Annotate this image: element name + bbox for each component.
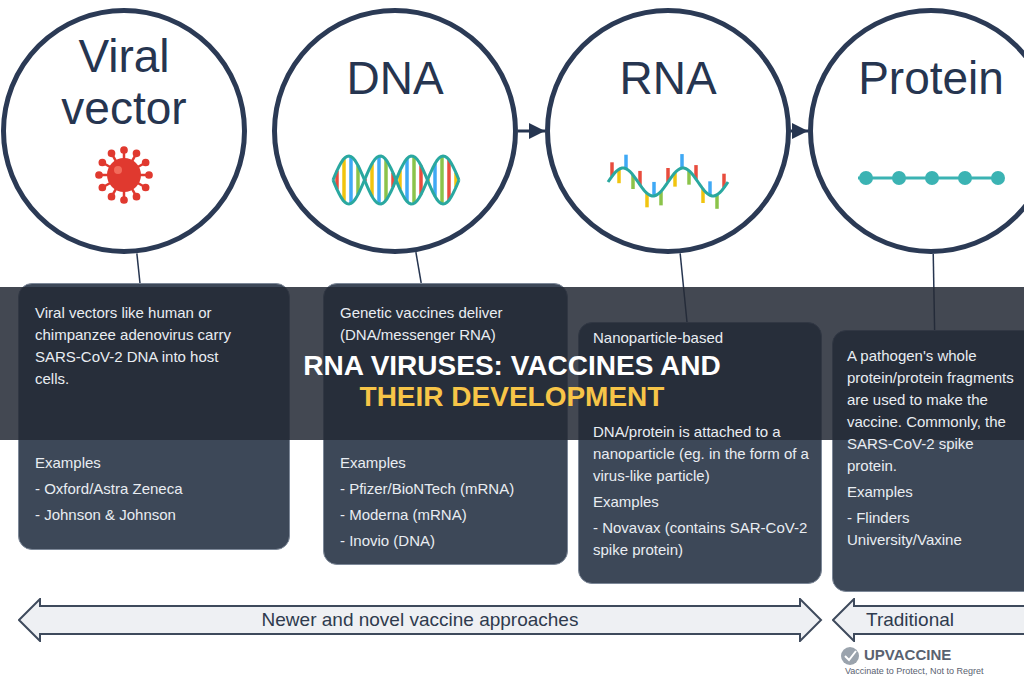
circle-label: DNA bbox=[300, 53, 490, 105]
stage-circle: DNA bbox=[272, 8, 518, 254]
box-text: Examples bbox=[340, 452, 552, 474]
box-text: - Inovio (DNA) bbox=[340, 530, 552, 552]
connector-line bbox=[518, 130, 545, 133]
watermark-text: UPVACCINE bbox=[864, 646, 951, 663]
box-description: Nanoparticle-based bbox=[593, 327, 811, 349]
connector-line bbox=[137, 253, 140, 283]
box-text: - Moderna (mRNA) bbox=[340, 504, 552, 526]
stage-circle: Protein bbox=[808, 8, 1024, 254]
stage-circle: RNA bbox=[545, 8, 791, 254]
connector-line bbox=[791, 130, 808, 133]
circle-label: RNA bbox=[573, 53, 763, 105]
virus-icon bbox=[96, 147, 151, 202]
box-text: - Oxford/Astra Zeneca bbox=[35, 478, 247, 500]
box-description: A pathogen's whole protein/protein fragm… bbox=[847, 345, 1017, 477]
circle-label: Viral vector bbox=[29, 31, 219, 134]
stage-circle: Viral vector bbox=[1, 8, 247, 254]
watermark-logo bbox=[841, 647, 859, 665]
approach-box: A pathogen's whole protein/protein fragm… bbox=[832, 330, 1024, 592]
diagram-title: RNA VIRUSES: VACCINES AND THEIR DEVELOPM… bbox=[292, 351, 732, 413]
dna-helix-icon bbox=[333, 156, 459, 204]
arrow-label: Newer and novel vaccine approaches bbox=[262, 609, 579, 631]
box-text: - Johnson & Johnson bbox=[35, 504, 247, 526]
circle-label: Protein bbox=[836, 53, 1024, 105]
box-text: - Flinders University/Vaxine bbox=[847, 507, 1017, 551]
box-text: Examples bbox=[35, 452, 247, 474]
box-text: - Pfizer/BioNTech (mRNA) bbox=[340, 478, 552, 500]
box-text: Examples bbox=[847, 481, 1017, 503]
rna-strand-icon bbox=[608, 154, 728, 209]
timeline-arrow: Traditional bbox=[832, 598, 1024, 642]
timeline-arrow: Newer and novel vaccine approaches bbox=[18, 598, 822, 642]
box-text: Examples bbox=[593, 491, 811, 513]
watermark-text: Vaccinate to Protect, Not to Regret bbox=[845, 666, 983, 676]
box-text: - Novavax (contains SAR-CoV-2 spike prot… bbox=[593, 517, 811, 561]
box-description: Viral vectors like human or chimpanzee a… bbox=[35, 302, 247, 390]
box-text: DNA/protein is attached to a nanoparticl… bbox=[593, 421, 811, 487]
arrow-label: Traditional bbox=[866, 609, 954, 631]
protein-chain-icon bbox=[858, 171, 1005, 185]
connector-line bbox=[416, 252, 421, 283]
box-description: Genetic vaccines deliver (DNA/messenger … bbox=[340, 302, 552, 346]
